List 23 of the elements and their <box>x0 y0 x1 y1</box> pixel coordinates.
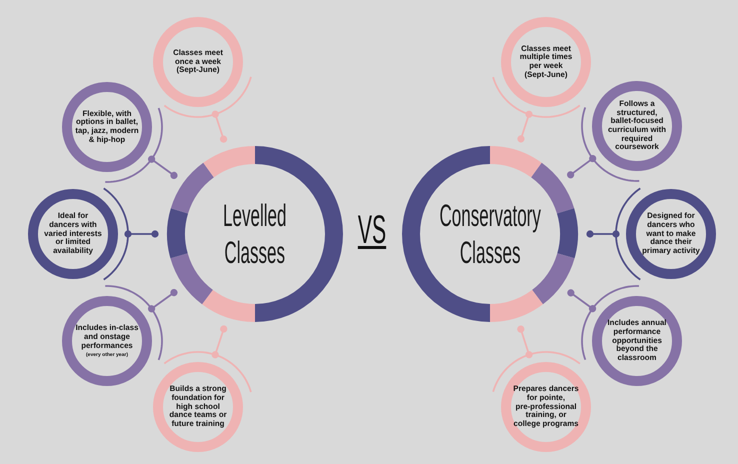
ring-title: Conservatory Classes <box>439 196 541 272</box>
circle-ring <box>62 82 152 172</box>
circle-ring <box>62 296 152 386</box>
connector-line <box>212 325 228 358</box>
connector-line <box>148 289 178 312</box>
circle-ring <box>153 17 243 107</box>
circle-ring <box>592 81 682 171</box>
vs-text: VS <box>358 207 386 253</box>
connector-line <box>124 230 159 238</box>
connector-line <box>148 156 178 179</box>
connector-line <box>517 110 533 142</box>
connector-line <box>212 110 228 143</box>
circle-ring <box>501 362 591 452</box>
circle-ring <box>626 189 716 279</box>
circle-ring <box>28 189 118 279</box>
ring-title: Levelled Classes <box>223 196 287 272</box>
circle-ring <box>592 296 682 386</box>
connector-line <box>586 230 620 238</box>
connector-line <box>517 326 533 358</box>
circle-ring <box>153 362 243 452</box>
circle-ring <box>501 17 591 107</box>
connector-line <box>567 289 596 312</box>
connector-line <box>567 154 596 178</box>
